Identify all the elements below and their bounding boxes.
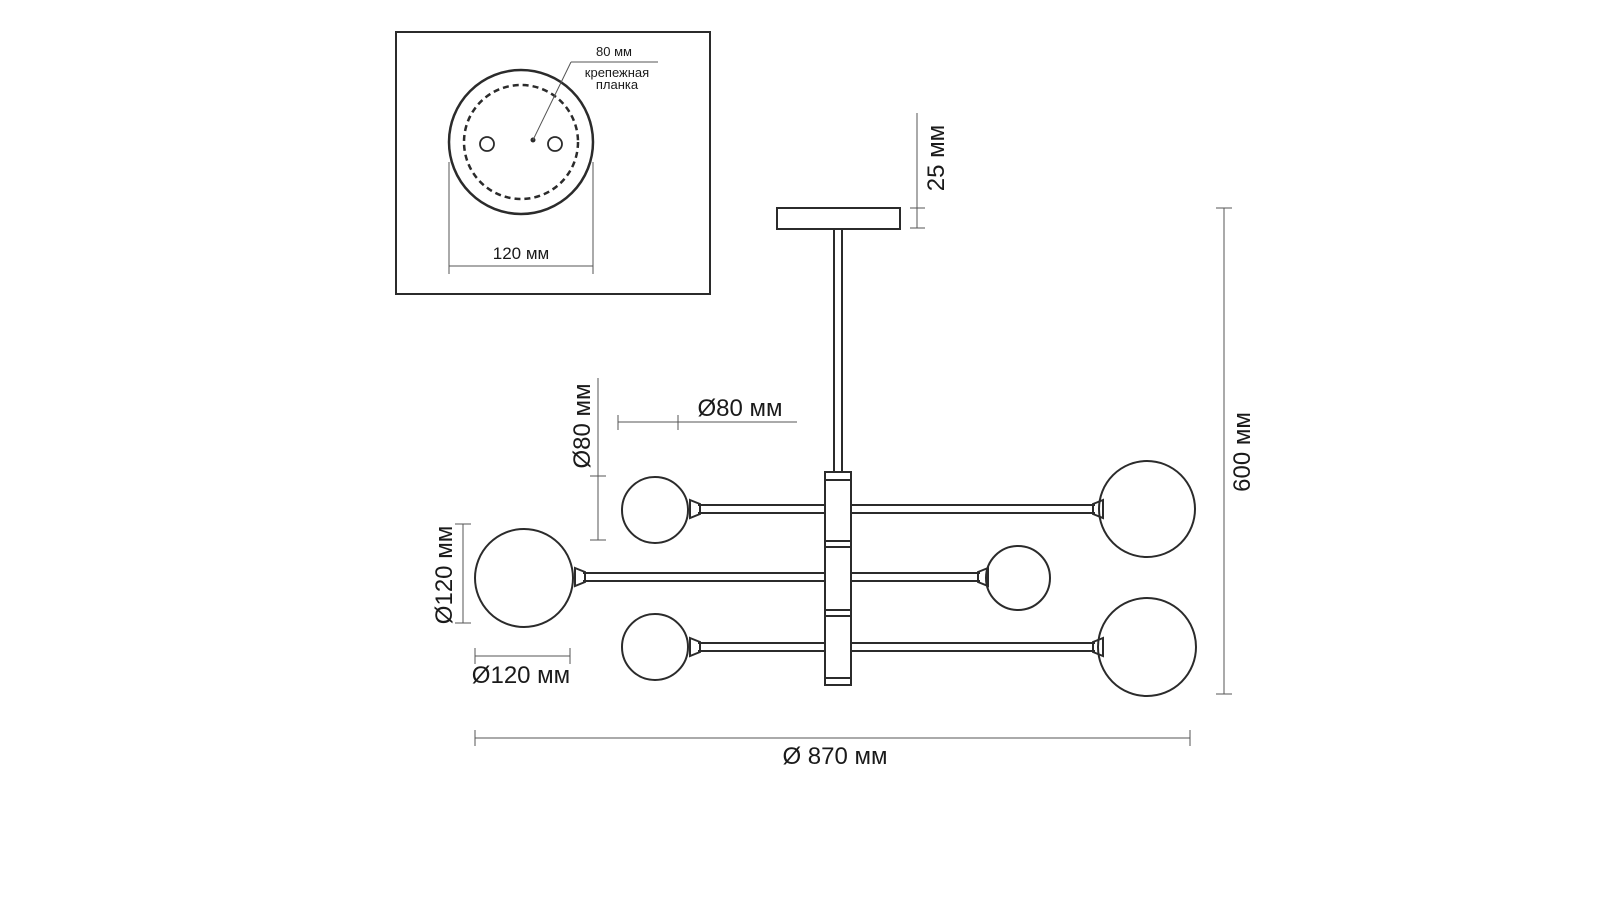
holder-lower-right [1092, 636, 1104, 658]
holder-upper-left [689, 498, 701, 520]
mounting-bar-label-line1: крепежная [585, 65, 649, 80]
chandelier-body [474, 207, 1197, 697]
holder-middle-left [574, 566, 586, 588]
ceiling-plate-outline [447, 68, 595, 216]
holder-upper-right [1092, 498, 1104, 520]
small-shade-height-label: Ø80 мм [569, 383, 596, 468]
mounting-hole-left [479, 136, 495, 152]
canopy-height-label: 25 мм [923, 125, 950, 191]
mounting-hole-right [547, 136, 563, 152]
holder-lower-left [689, 636, 701, 658]
inset-frame [395, 31, 711, 295]
leader-line [532, 61, 572, 141]
small-shade-width-label: Ø80 мм [697, 395, 782, 422]
overall-diameter-label: Ø 870 мм [782, 743, 887, 770]
shade-small-upper-left [621, 476, 689, 544]
plate-spacing-label: 80 мм [596, 44, 632, 59]
shade-small-middle-right [985, 545, 1051, 611]
large-shade-width-label: Ø120 мм [472, 662, 570, 689]
shade-small-lower-left [621, 613, 689, 681]
shade-large-upper-right [1098, 460, 1196, 558]
shade-large-lower-right [1097, 597, 1197, 697]
overall-height-label: 600 мм [1229, 412, 1256, 492]
plate-diameter-label: 120 мм [493, 244, 549, 263]
mounting-bar-dashed-circle [462, 83, 580, 201]
mounting-bar-label-line2: планка [596, 77, 639, 92]
canopy [776, 207, 901, 230]
central-hub [824, 471, 852, 686]
inset-panel: 80 мм крепежная планка 120 мм [395, 31, 711, 295]
holder-middle-right [977, 566, 989, 588]
large-shade-height-label: Ø120 мм [431, 526, 458, 624]
dimension-lines [455, 113, 1232, 746]
shade-large-middle-left [474, 528, 574, 628]
